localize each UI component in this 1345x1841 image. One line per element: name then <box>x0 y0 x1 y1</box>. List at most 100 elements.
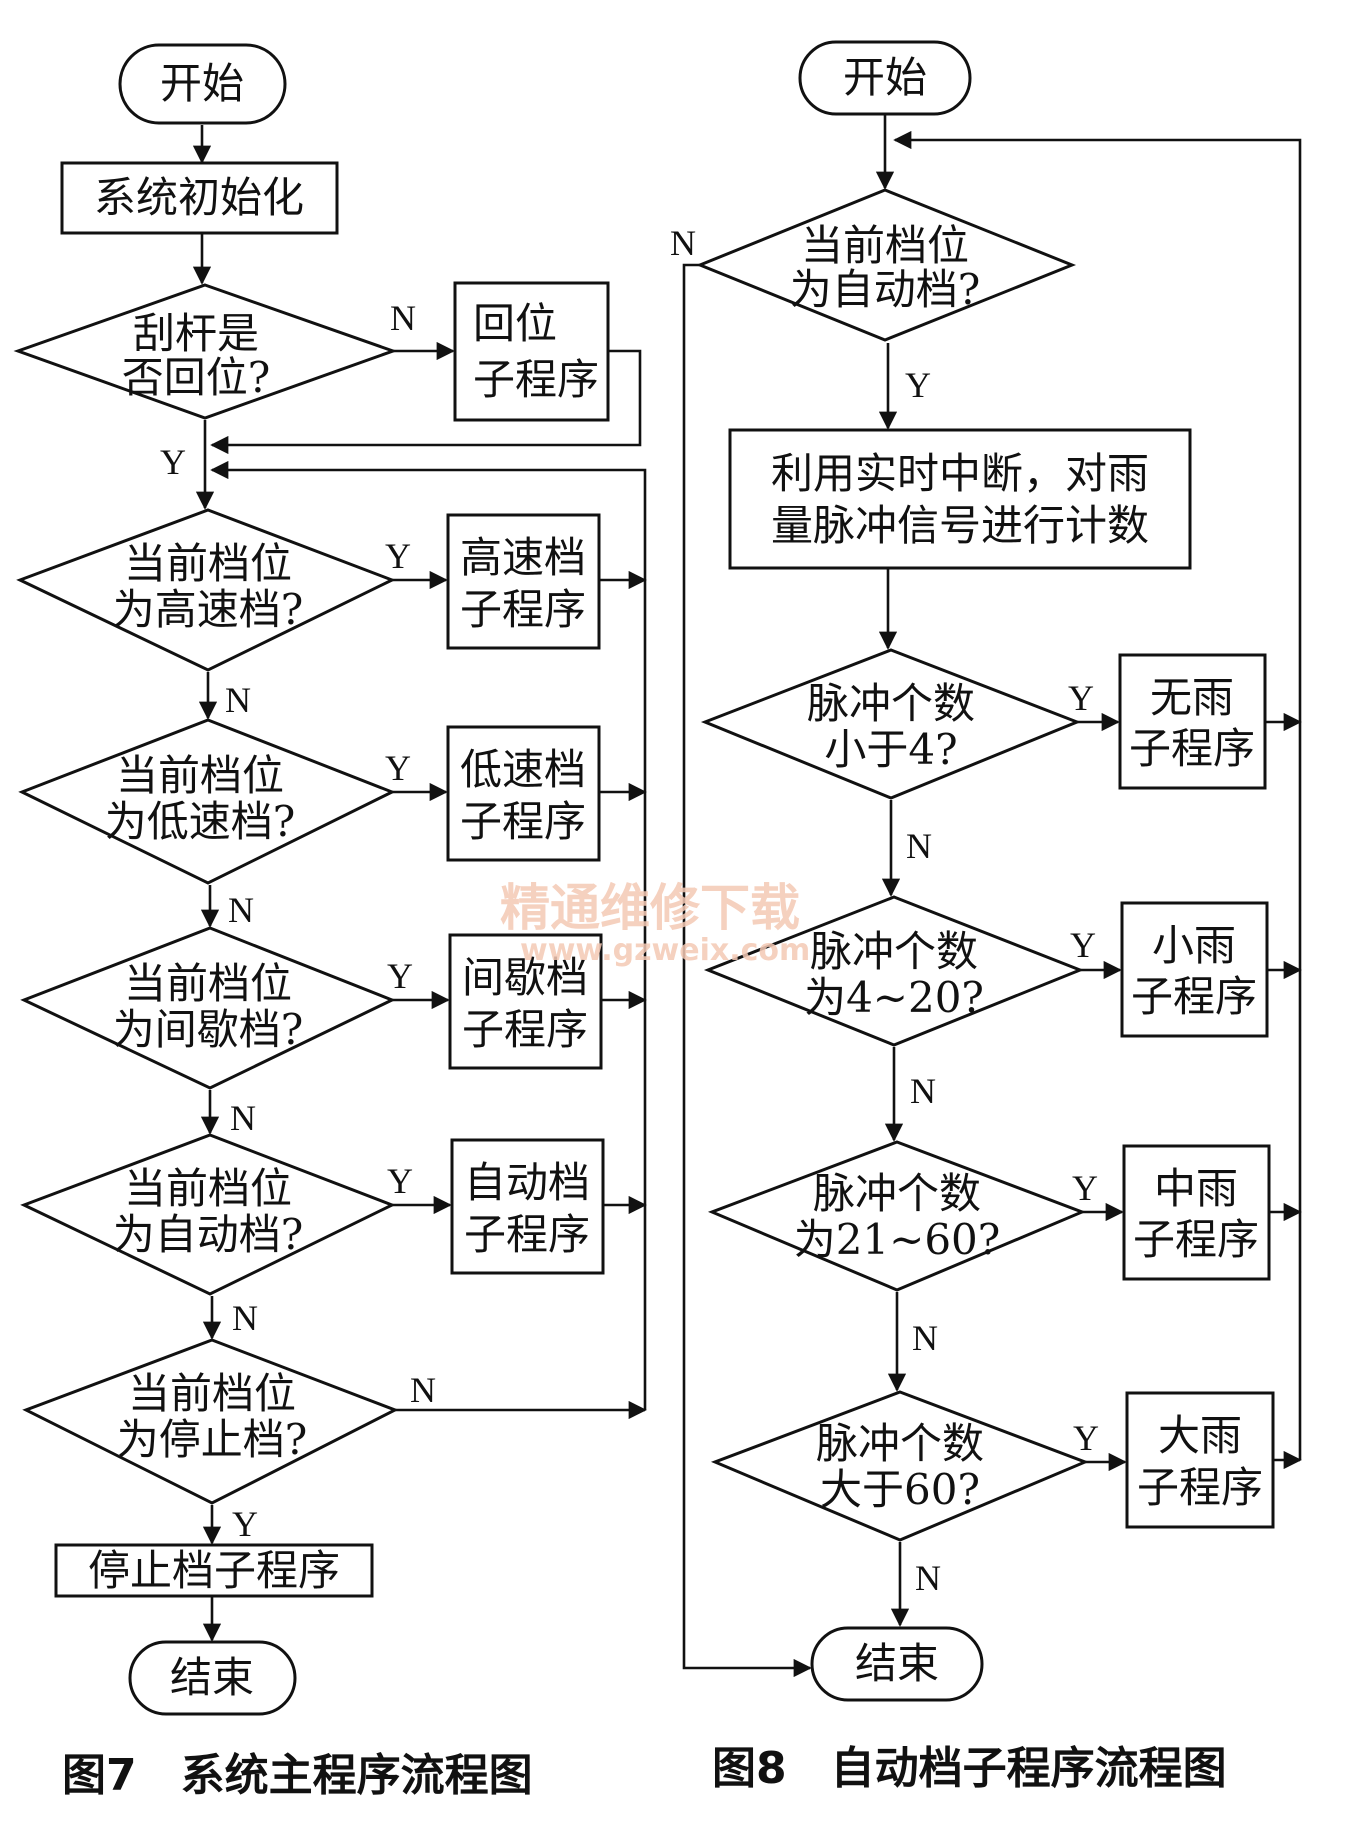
fig7-auto-sub-box: 自动档 子程序 <box>450 1138 605 1275</box>
fig8-decision-4-20: 脉冲个数 为4~20? <box>703 895 1085 1047</box>
fig7-high-yes: Y <box>385 536 411 576</box>
fig7-auto-no: N <box>232 1298 258 1338</box>
fig8-end-terminal: 结束 <box>810 1626 984 1702</box>
watermark: 精通维修下载 www.gzweix.com <box>500 879 810 968</box>
fig8-moderate-rain-line2: 子程序 <box>1133 1215 1259 1264</box>
fig8-count-line2: 量脉冲信号进行计数 <box>771 501 1149 550</box>
fig7-decision-high-line1: 当前档位 <box>124 539 292 588</box>
fig7-decision-home-line2: 否回位? <box>122 353 271 402</box>
fig7-decision-stop-line1: 当前档位 <box>128 1369 296 1418</box>
fig7-caption: 图7 系统主程序流程图 <box>62 1750 533 1801</box>
fig8-decision-gt60-line2: 大于60? <box>820 1465 980 1514</box>
fig8-heavy-rain-box: 大雨 子程序 <box>1125 1391 1275 1529</box>
fig7-decision-auto: 当前档位 为自动档? <box>20 1133 396 1296</box>
fig7-low-sub-box: 低速档 子程序 <box>446 725 601 862</box>
fig8-decision-4-20-line1: 脉冲个数 <box>810 927 978 976</box>
fig8-count-box: 利用实时中断，对雨 量脉冲信号进行计数 <box>728 428 1192 570</box>
fig7-decision-intermittent-line1: 当前档位 <box>124 959 292 1008</box>
fig7-decision-intermittent: 当前档位 为间歇档? <box>20 926 396 1090</box>
fig7-low-sub-line2: 子程序 <box>460 797 586 846</box>
watermark-url: www.gzweix.com <box>520 933 810 968</box>
fig8-light-rain-line1: 小雨 <box>1152 921 1236 970</box>
fig7-intermittent-sub-box: 间歇档 子程序 <box>448 933 603 1070</box>
fig8-count-line1: 利用实时中断，对雨 <box>771 449 1149 498</box>
fig8-light-rain-line2: 子程序 <box>1131 972 1257 1021</box>
fig7-stop-sub-label: 停止档子程序 <box>88 1546 340 1595</box>
fig8-end-label: 结束 <box>855 1639 939 1688</box>
fig7-init-box: 系统初始化 <box>60 161 339 235</box>
fig8-decision-gt60: 脉冲个数 大于60? <box>710 1390 1090 1542</box>
fig7-intermittent-sub-line1: 间歇档 <box>462 953 588 1002</box>
fig7-decision-auto-line1: 当前档位 <box>124 1164 292 1213</box>
fig7-low-yes: Y <box>385 748 411 788</box>
fig7-auto-sub-line1: 自动档 <box>464 1158 590 1207</box>
fig7-init-label: 系统初始化 <box>94 173 304 222</box>
fig8-decision-gt60-line1: 脉冲个数 <box>816 1419 984 1468</box>
fig8-gt60-no: N <box>915 1558 941 1598</box>
fig7-connectors <box>192 125 647 1642</box>
fig8-heavy-rain-line2: 子程序 <box>1137 1463 1263 1512</box>
fig7-stop-sub-box: 停止档子程序 <box>54 1543 374 1598</box>
fig8-decision-lt4: 脉冲个数 小于4? <box>700 648 1082 800</box>
fig7-start-terminal: 开始 <box>118 43 287 125</box>
fig7-stop-no: N <box>410 1370 436 1410</box>
fig7-home-no: N <box>390 298 416 338</box>
fig8-decision-21-60-line1: 脉冲个数 <box>813 1169 981 1218</box>
fig7-home-sub-line2: 子程序 <box>473 355 599 404</box>
watermark-name: 精通维修下载 <box>500 879 800 937</box>
fig8-lt4-no: N <box>906 826 932 866</box>
fig8-caption: 图8 自动档子程序流程图 <box>712 1743 1227 1794</box>
fig7-end-terminal: 结束 <box>128 1640 297 1716</box>
fig8-21-60-no: N <box>912 1318 938 1358</box>
fig7-decision-low-line1: 当前档位 <box>116 751 284 800</box>
figure-7: 开始 系统初始化 刮杆是 否回位? N 回位 子程序 Y 当前档位 为高速档? … <box>13 43 647 1801</box>
fig8-no-rain-line2: 子程序 <box>1129 724 1255 773</box>
fig8-no-rain-line1: 无雨 <box>1150 673 1234 722</box>
fig7-end-label: 结束 <box>170 1653 254 1702</box>
fig7-high-sub-box: 高速档 子程序 <box>446 513 601 650</box>
fig7-decision-auto-line2: 为自动档? <box>113 1210 304 1259</box>
fig8-decision-auto-line1: 当前档位 <box>801 221 969 270</box>
fig7-home-sub-box: 回位 子程序 <box>453 281 610 422</box>
fig7-auto-sub-line2: 子程序 <box>464 1210 590 1259</box>
fig7-low-no: N <box>228 890 254 930</box>
fig7-decision-high-line2: 为高速档? <box>113 585 304 634</box>
fig8-decision-lt4-line2: 小于4? <box>824 725 957 774</box>
fig8-decision-4-20-line2: 为4~20? <box>804 973 984 1022</box>
fig7-auto-yes: Y <box>387 1161 413 1201</box>
fig8-auto-no: N <box>670 223 696 263</box>
fig7-decision-stop: 当前档位 为停止档? <box>22 1338 399 1505</box>
fig8-moderate-rain-line1: 中雨 <box>1154 1164 1238 1213</box>
fig7-decision-home: 刮杆是 否回位? <box>13 283 398 420</box>
fig8-4-20-no: N <box>910 1071 936 1111</box>
fig8-gt60-yes: Y <box>1073 1418 1099 1458</box>
fig7-decision-high: 当前档位 为高速档? <box>16 508 396 672</box>
fig8-no-rain-box: 无雨 子程序 <box>1118 653 1267 790</box>
fig8-start-terminal: 开始 <box>798 40 972 116</box>
fig7-high-no: N <box>225 680 251 720</box>
fig8-lt4-yes: Y <box>1068 678 1094 718</box>
fig8-decision-lt4-line1: 脉冲个数 <box>807 679 975 728</box>
fig8-decision-21-60: 脉冲个数 为21~60? <box>707 1140 1087 1292</box>
fig7-intermittent-yes: Y <box>387 956 413 996</box>
fig8-decision-auto: 当前档位 为自动档? <box>696 188 1077 342</box>
fig7-high-sub-line1: 高速档 <box>460 533 586 582</box>
fig8-moderate-rain-box: 中雨 子程序 <box>1122 1144 1271 1281</box>
fig7-start-label: 开始 <box>160 59 244 108</box>
fig8-start-label: 开始 <box>843 53 927 102</box>
fig8-light-rain-box: 小雨 子程序 <box>1120 901 1269 1038</box>
fig8-4-20-yes: Y <box>1070 925 1096 965</box>
fig8-auto-yes: Y <box>905 365 931 405</box>
fig7-high-sub-line2: 子程序 <box>460 585 586 634</box>
fig7-home-yes: Y <box>160 442 186 482</box>
fig7-intermittent-sub-line2: 子程序 <box>462 1005 588 1054</box>
fig8-21-60-yes: Y <box>1072 1168 1098 1208</box>
fig7-low-sub-line1: 低速档 <box>460 745 586 794</box>
fig8-decision-auto-line2: 为自动档? <box>790 265 981 314</box>
fig7-decision-intermittent-line2: 为间歇档? <box>113 1005 304 1054</box>
fig8-decision-21-60-line2: 为21~60? <box>794 1215 1001 1264</box>
fig7-decision-home-line1: 刮杆是 <box>133 309 259 358</box>
fig7-stop-yes: Y <box>232 1504 258 1544</box>
fig7-decision-stop-line2: 为停止档? <box>117 1415 308 1464</box>
